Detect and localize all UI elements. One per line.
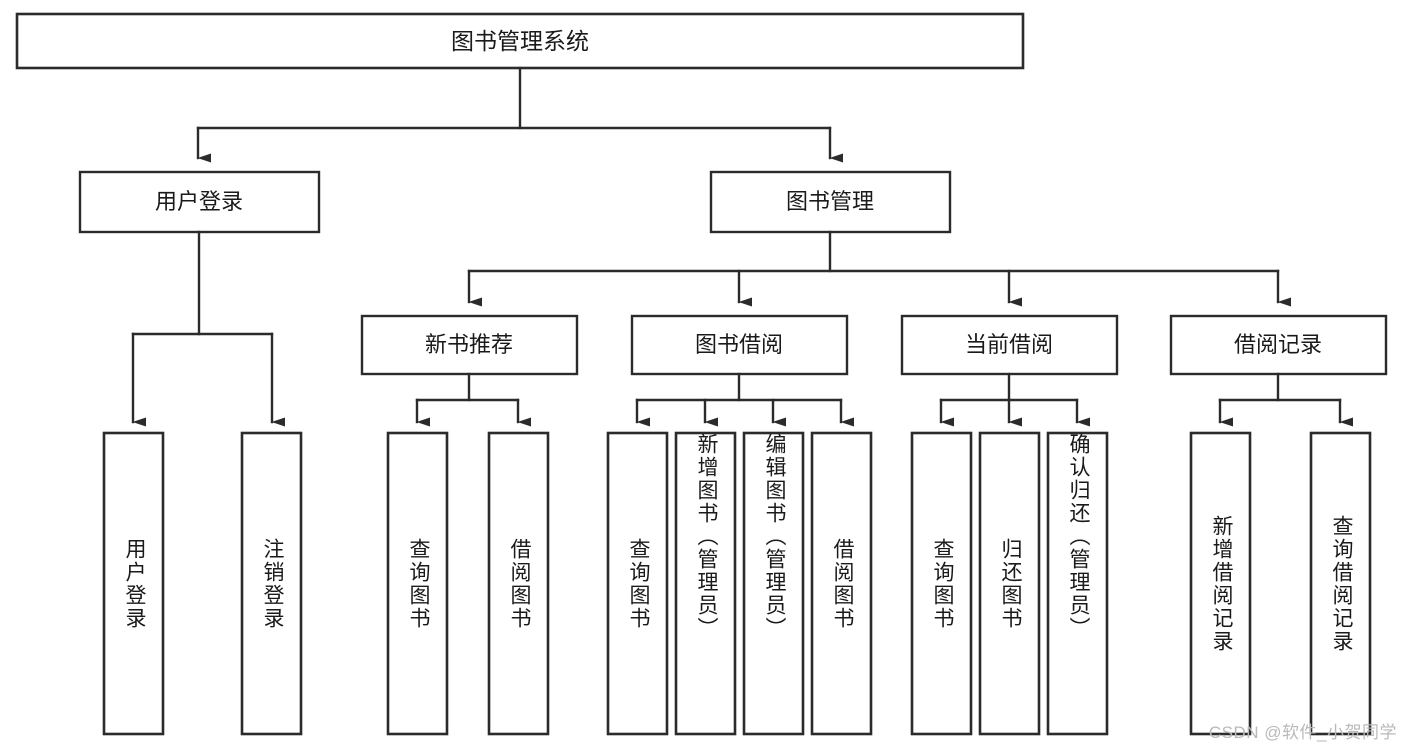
leaf-box-borrow-book-1[interactable]: [487, 431, 550, 736]
borrow-record-label: 借阅记录: [1234, 332, 1322, 357]
node-user-login[interactable]: 用户登录: [78, 170, 321, 234]
book-manage-box[interactable]: [709, 170, 952, 234]
connector-current-borrow-to-leaves: [939, 372, 1090, 427]
new-book-recommend-label: 新书推荐: [425, 332, 513, 357]
leaf-box-query-book-3[interactable]: [910, 431, 973, 736]
leaf-box-query-book-1[interactable]: [386, 431, 449, 736]
node-borrow-record[interactable]: 借阅记录: [1169, 314, 1388, 376]
csdn-watermark: CSDN @软件_小贺同学: [1208, 723, 1397, 742]
connector-root-to-level2: [196, 66, 843, 163]
user-login-label: 用户登录: [155, 189, 243, 214]
leaf-box-borrow-book-2[interactable]: [810, 431, 873, 736]
root-box[interactable]: [15, 12, 1025, 70]
current-borrow-label: 当前借阅: [965, 332, 1053, 357]
leaf-box-query-book-2[interactable]: [606, 431, 669, 736]
book-borrow-label: 图书借阅: [695, 332, 783, 357]
node-root[interactable]: 图书管理系统: [15, 12, 1025, 70]
leaf-box-query-record[interactable]: [1309, 431, 1372, 736]
leaf-box-return-book[interactable]: [978, 431, 1041, 736]
connector-new-book-recommend-to-leaves: [415, 372, 531, 427]
connector-user-login-to-leaves: [131, 230, 285, 427]
connector-borrow-record-to-leaves: [1218, 372, 1353, 427]
node-book-manage[interactable]: 图书管理: [709, 170, 952, 234]
connector-book-borrow-to-leaves: [635, 372, 854, 427]
book-borrow-box[interactable]: [630, 314, 849, 376]
leaf-box-user-login[interactable]: [102, 431, 165, 736]
node-new-book-recommend[interactable]: 新书推荐: [360, 314, 579, 376]
root-label: 图书管理系统: [451, 28, 589, 54]
new-book-recommend-box[interactable]: [360, 314, 579, 376]
current-borrow-box[interactable]: [900, 314, 1119, 376]
leaf-box-add-record[interactable]: [1189, 431, 1252, 736]
node-current-borrow[interactable]: 当前借阅: [900, 314, 1119, 376]
leaf-box-edit-book[interactable]: [742, 431, 805, 736]
book-manage-label: 图书管理: [786, 189, 874, 214]
borrow-record-box[interactable]: [1169, 314, 1388, 376]
leaf-box-logout-login[interactable]: [240, 431, 303, 736]
leaf-box-confirm-return[interactable]: [1046, 431, 1109, 736]
leaf-box-add-book[interactable]: [674, 431, 737, 736]
node-book-borrow[interactable]: 图书借阅: [630, 314, 849, 376]
connector-book-manage-to-level3: [467, 230, 1291, 307]
